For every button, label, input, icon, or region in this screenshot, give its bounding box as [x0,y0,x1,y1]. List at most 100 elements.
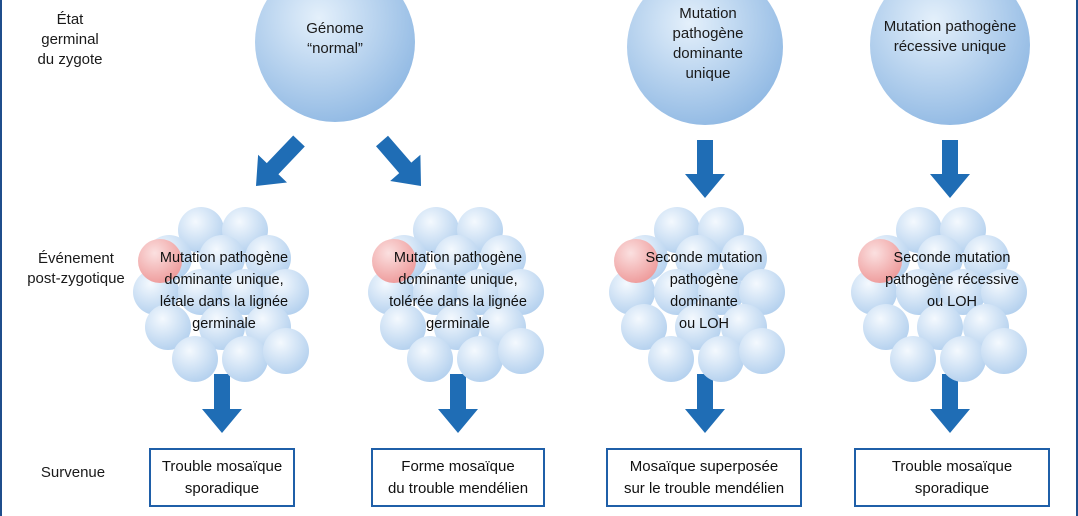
normal-cell [434,235,480,281]
normal-cell [621,304,667,350]
normal-cell [940,269,986,315]
text-line: Mutation [679,5,737,22]
text-line: tolérée dans la lignée [389,294,527,310]
outcome-box-mendelian-mosaic: Forme mosaïque du trouble mendélien [371,448,545,507]
text-line: Seconde mutation [645,250,763,266]
normal-cell [721,235,767,281]
normal-cell [981,328,1027,374]
normal-cell [940,336,986,382]
text-line: dominante unique, [398,272,518,288]
normal-cell [178,269,224,315]
germline-state-dominant: Mutation pathogène dominante unique [628,4,788,84]
post-zygotic-event-second-recessive: Seconde mutation pathogène récessive ou … [862,247,1042,313]
germline-state-recessive: Mutation pathogène récessive unique [860,17,1040,57]
normal-cell [896,269,942,315]
normal-cell [739,328,785,374]
normal-cell [863,304,909,350]
arrow-down-outcome-4 [930,374,970,433]
text-line: récessive unique [893,38,1007,55]
normal-cell [380,304,426,350]
text-line: Génome [306,20,364,37]
arrow-down-recessive [930,140,970,198]
germline-state-normal: Génome “normal” [255,19,415,59]
text-line: Mosaïque superposée [629,457,779,475]
text-line: Mutation pathogène [393,250,523,266]
text-line: ou LOH [927,294,977,310]
arrow-diag-right [376,135,421,186]
normal-cell [981,269,1027,315]
text-line: pathogène [672,25,744,42]
normal-cell [263,328,309,374]
mutant-cell [614,239,658,283]
normal-cell [675,304,721,350]
row-label-line: Événement [38,250,114,267]
row-label-line: Survenue [40,464,106,481]
normal-cell [407,336,453,382]
row-label-line: germinal [41,31,99,48]
normal-cell [675,235,721,281]
normal-cell [199,304,245,350]
outcome-box-superimposed: Mosaïque superposée sur le trouble mendé… [606,448,802,507]
outcome-box-sporadic-2: Trouble mosaïque sporadique [854,448,1050,507]
normal-cell [245,235,291,281]
post-zygotic-event-tolerated: Mutation pathogène dominante unique, tol… [368,247,548,335]
mutant-cell [372,239,416,283]
normal-cell [698,336,744,382]
cluster-second-recessive [851,207,1027,382]
arrow-down-outcome-2 [438,374,478,433]
text-line: pathogène [669,272,739,288]
normal-cell [654,269,700,315]
post-zygotic-event-second-dominant: Seconde mutation pathogène dominante ou … [614,247,794,335]
cluster-tolerated [368,207,544,382]
text-line: dominante [672,45,744,62]
normal-cell [648,336,694,382]
text-line: unique [685,65,731,82]
text-line: Seconde mutation [893,250,1011,266]
text-line: sur le trouble mendélien [623,479,785,497]
row-label-line: post-zygotique [27,270,125,287]
mutant-cell [138,239,182,283]
row-label-post-zygotic: Événement post-zygotique [14,249,138,289]
text-line: dominante [670,294,738,310]
normal-cell [199,235,245,281]
normal-cell [890,336,936,382]
text-line: Trouble mosaïque [891,457,1013,475]
germline-sphere-normal [255,0,415,122]
normal-cell [434,304,480,350]
text-line: Forme mosaïque [401,457,515,475]
row-label-germline: État germinal du zygote [20,10,120,70]
normal-cell [413,269,459,315]
normal-cell [172,336,218,382]
normal-cell [698,269,744,315]
arrow-down-dominant [685,140,725,198]
text-line: Mutation pathogène [159,250,289,266]
arrow-down-outcome-1 [202,374,242,433]
text-line: létale dans la lignée [159,294,289,310]
germline-sphere-dominant [627,0,783,125]
normal-cell [480,235,526,281]
normal-cell [917,235,963,281]
germline-sphere-recessive [870,0,1030,125]
text-line: Mutation pathogène [883,18,1017,35]
outcome-box-sporadic-1: Trouble mosaïque sporadique [149,448,295,507]
normal-cell [457,336,503,382]
normal-cell [222,336,268,382]
post-zygotic-event-lethal: Mutation pathogène dominante unique, lét… [138,247,310,335]
normal-cell [145,304,191,350]
arrow-down-outcome-3 [685,374,725,433]
normal-cell [222,269,268,315]
mutant-cell [858,239,902,283]
normal-cell [457,269,503,315]
normal-cell [498,328,544,374]
text-line: sporadique [914,479,990,497]
text-line: “normal” [307,40,363,57]
row-label-line: du zygote [37,51,103,68]
text-line: germinale [192,316,256,332]
text-line: sporadique [184,479,260,497]
normal-cell [963,235,1009,281]
text-line: du trouble mendélien [387,479,529,497]
arrow-diag-left [256,135,305,186]
text-line: germinale [426,316,490,332]
